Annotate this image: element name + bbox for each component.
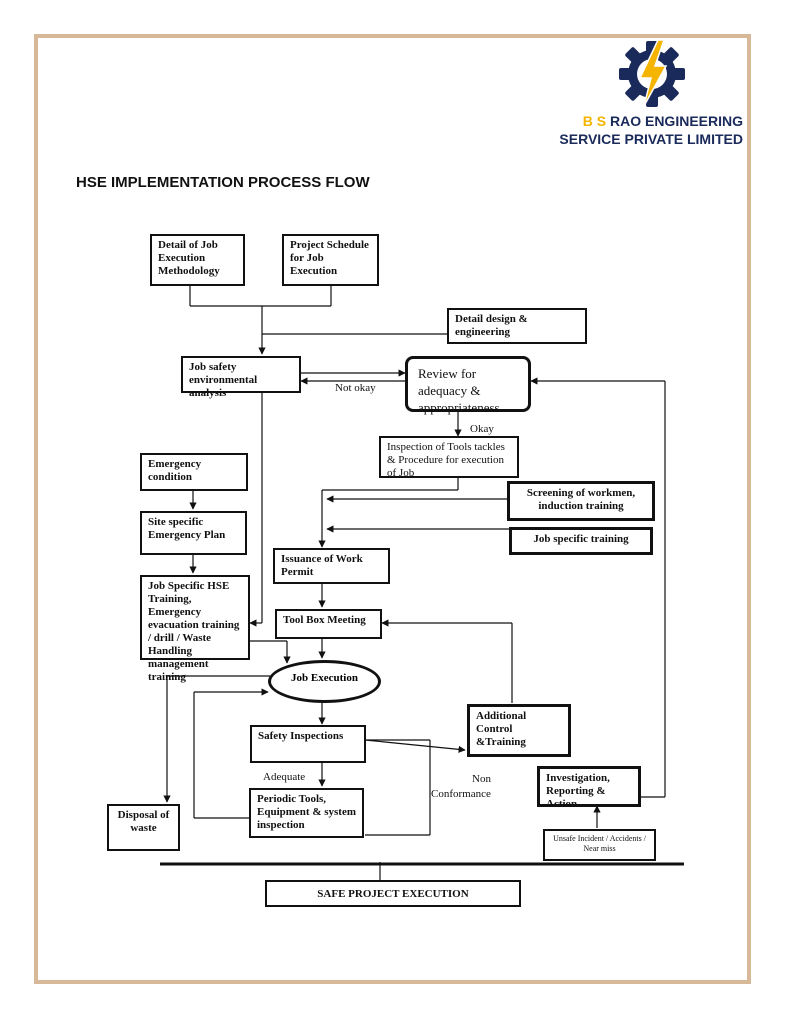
node-issuance-of-work-permit: Issuance of Work Permit bbox=[273, 548, 390, 584]
node-emergency-condition: Emergency condition bbox=[140, 453, 248, 491]
company-line2: SERVICE PRIVATE LIMITED bbox=[559, 131, 743, 147]
node-job-execution-methodology: Detail of Job Execution Methodology bbox=[150, 234, 245, 286]
label-not-okay: Not okay bbox=[335, 382, 376, 394]
node-screening-of-workmen: Screening of workmen, induction training bbox=[507, 481, 655, 521]
company-line1: RAO ENGINEERING bbox=[609, 113, 743, 129]
company-name: B S RAO ENGINEERING SERVICE PRIVATE LIMI… bbox=[559, 112, 743, 148]
node-site-specific-emergency-plan: Site specific Emergency Plan bbox=[140, 511, 247, 555]
label-conformance: Conformance bbox=[431, 788, 491, 800]
node-review-adequacy: Review for adequacy & appropriateness bbox=[405, 356, 531, 415]
node-detail-design-engineering: Detail design & engineering bbox=[447, 308, 587, 344]
node-job-safety-environmental-analysis: Job safety environmental analysis bbox=[181, 356, 301, 399]
node-disposal-of-waste: Disposal of waste bbox=[107, 804, 180, 851]
label-non: Non bbox=[472, 773, 491, 785]
label-okay: Okay bbox=[470, 423, 494, 435]
node-inspection-of-tools: Inspection of Tools tackles & Procedure … bbox=[379, 436, 519, 479]
node-job-specific-hse-training: Job Specific HSE Training, Emergency eva… bbox=[140, 575, 250, 683]
node-unsafe-incident: Unsafe Incident / Accidents / Near miss bbox=[543, 829, 656, 861]
node-tool-box-meeting: Tool Box Meeting bbox=[275, 609, 382, 639]
node-safety-inspections: Safety Inspections bbox=[250, 725, 366, 763]
node-project-schedule: Project Schedule for Job Execution bbox=[282, 234, 379, 286]
node-investigation-reporting-action: Investigation, Reporting & Action bbox=[537, 766, 641, 810]
label-adequate: Adequate bbox=[263, 771, 306, 783]
gear-lightning-logo-icon bbox=[619, 39, 685, 107]
node-job-execution: Job Execution bbox=[268, 660, 381, 703]
node-periodic-tools-inspection: Periodic Tools, Equipment & system inspe… bbox=[249, 788, 364, 838]
node-job-specific-training: Job specific training bbox=[509, 527, 653, 555]
company-initials: B S bbox=[582, 113, 607, 129]
node-additional-control-training: Additional Control &Training bbox=[467, 704, 571, 757]
page-border bbox=[34, 34, 751, 984]
node-safe-project-execution: SAFE PROJECT EXECUTION bbox=[265, 880, 521, 907]
page-title: HSE IMPLEMENTATION PROCESS FLOW bbox=[76, 174, 370, 191]
